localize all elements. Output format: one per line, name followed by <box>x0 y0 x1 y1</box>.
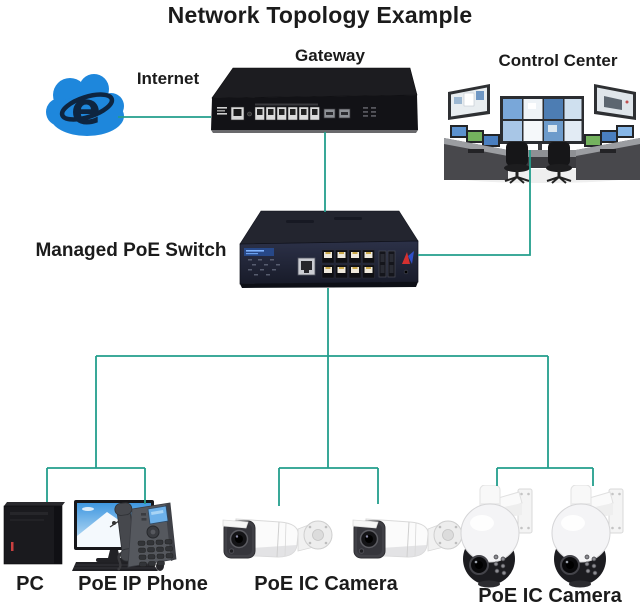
control-room-workstation <box>444 84 640 184</box>
bullet-camera <box>352 518 463 559</box>
pc-label: PC <box>16 573 44 595</box>
control-center-label: Control Center <box>498 51 618 70</box>
ip-phone-label: PoE IP Phone <box>78 573 208 595</box>
rackmount-gateway-device <box>211 67 418 133</box>
bullet-camera-label: PoE IC Camera <box>254 573 398 595</box>
bullet-camera <box>222 518 333 559</box>
ptz-dome-camera <box>551 485 624 588</box>
svg-text:e: e <box>71 84 101 135</box>
desk-ip-phone <box>114 502 177 571</box>
8-port-poe-switch-device <box>239 210 419 288</box>
ptz-dome-camera <box>460 485 533 588</box>
gateway-label: Gateway <box>295 46 365 65</box>
internet-explorer-cloud-icon: e <box>46 74 124 136</box>
internet-label: Internet <box>136 69 200 88</box>
page-title: Network Topology Example <box>167 2 473 28</box>
ptz-camera-label: PoE IC Camera <box>478 585 622 607</box>
poe-switch-label: Managed PoE Switch <box>35 240 227 261</box>
